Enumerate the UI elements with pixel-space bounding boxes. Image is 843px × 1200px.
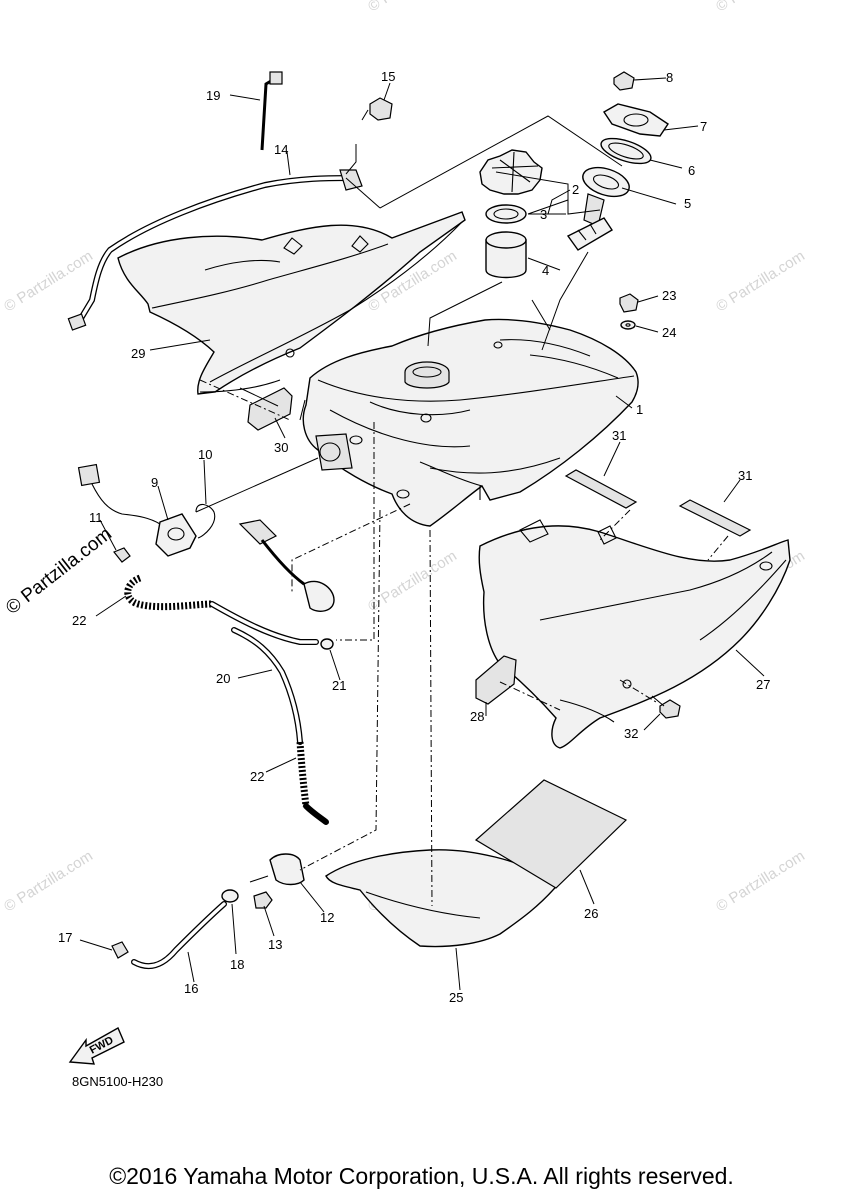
callout-10: 10 — [198, 447, 212, 462]
part-15-clip — [369, 97, 393, 121]
callout-25: 25 — [449, 990, 463, 1005]
fwd-arrow-icon: FWD — [68, 1027, 125, 1065]
part-1-fuel-tank — [302, 318, 639, 527]
part-31-strip — [564, 469, 638, 509]
diagram-code: 8GN5100-H230 — [72, 1074, 163, 1089]
part-8-nut — [613, 71, 635, 91]
callouts: 1 2 3 4 5 6 7 8 9 10 11 12 13 14 15 16 1… — [58, 69, 770, 1005]
part-29-side-cover-left — [117, 211, 466, 395]
callout-13: 13 — [268, 937, 282, 952]
callout-1: 1 — [636, 402, 643, 417]
part-10-float-arm — [195, 503, 335, 612]
part-23-bolt — [619, 293, 639, 313]
part-2-filler-cap — [479, 149, 543, 195]
part-32-bolt — [651, 695, 681, 719]
part-14-hose — [67, 169, 363, 331]
callout-19: 19 — [206, 88, 220, 103]
callout-24: 24 — [662, 325, 676, 340]
part-5-fuel-pump — [566, 166, 630, 251]
watermark: © Partzilla.com — [713, 847, 808, 915]
part-28-pad-right — [475, 655, 517, 705]
callout-23: 23 — [662, 288, 676, 303]
leader-lines — [79, 77, 765, 991]
callout-28: 28 — [470, 709, 484, 724]
watermark-side: © Partzilla.com — [2, 524, 116, 619]
part-13-bolt — [253, 891, 273, 909]
callout-31: 31 — [738, 468, 752, 483]
callout-30: 30 — [274, 440, 288, 455]
callout-29: 29 — [131, 346, 145, 361]
callout-6: 6 — [688, 163, 695, 178]
part-30-pad-left — [247, 387, 293, 431]
part-18-clamp — [221, 889, 239, 903]
callout-2: 2 — [572, 182, 579, 197]
callout-12: 12 — [320, 910, 334, 925]
part-22-coiled-hose — [124, 574, 213, 611]
part-17-clip — [111, 941, 129, 959]
watermark: © Partzilla.com — [1, 247, 96, 315]
callout-21: 21 — [332, 678, 346, 693]
part-11-screw — [113, 547, 131, 563]
part-22-coiled-hose — [296, 741, 329, 825]
watermark: © Partzilla.com — [713, 247, 808, 315]
callout-22: 22 — [250, 769, 264, 784]
callout-31: 31 — [612, 428, 626, 443]
part-19-cable-tie — [260, 71, 283, 151]
watermark: © Partzilla.com — [1, 847, 96, 915]
part-16-drain-hose — [131, 901, 227, 970]
callout-15: 15 — [381, 69, 395, 84]
callout-5: 5 — [684, 196, 691, 211]
callout-4: 4 — [542, 263, 549, 278]
part-6-seal — [600, 137, 652, 165]
part-26-pad — [474, 779, 628, 889]
callout-26: 26 — [584, 906, 598, 921]
callout-8: 8 — [666, 70, 673, 85]
part-20-hose — [209, 601, 319, 745]
part-27-side-cover-right — [478, 519, 791, 749]
part-24-washer — [620, 320, 636, 330]
callout-22: 22 — [72, 613, 86, 628]
part-31-strip — [678, 499, 752, 537]
callout-7: 7 — [700, 119, 707, 134]
watermark: © Partzilla.com — [713, 0, 808, 15]
part-21-clamp — [320, 638, 334, 650]
callout-32: 32 — [624, 726, 638, 741]
part-25-under-shield — [325, 849, 562, 948]
callout-27: 27 — [756, 677, 770, 692]
callout-20: 20 — [216, 671, 230, 686]
part-4-sleeve — [485, 231, 527, 279]
callout-14: 14 — [274, 142, 288, 157]
part-7-plate — [603, 103, 669, 137]
watermark: © Partzilla.com — [365, 0, 460, 15]
callout-11: 11 — [89, 510, 103, 525]
part-9-sender-unit — [77, 463, 197, 557]
callout-17: 17 — [58, 930, 72, 945]
copyright-notice: ©2016 Yamaha Motor Corporation, U.S.A. A… — [109, 1163, 734, 1189]
callout-18: 18 — [230, 957, 244, 972]
part-12-fitting — [249, 853, 305, 886]
part-3-gasket — [485, 204, 527, 224]
callout-9: 9 — [151, 475, 158, 490]
callout-3: 3 — [540, 207, 547, 222]
callout-16: 16 — [184, 981, 198, 996]
